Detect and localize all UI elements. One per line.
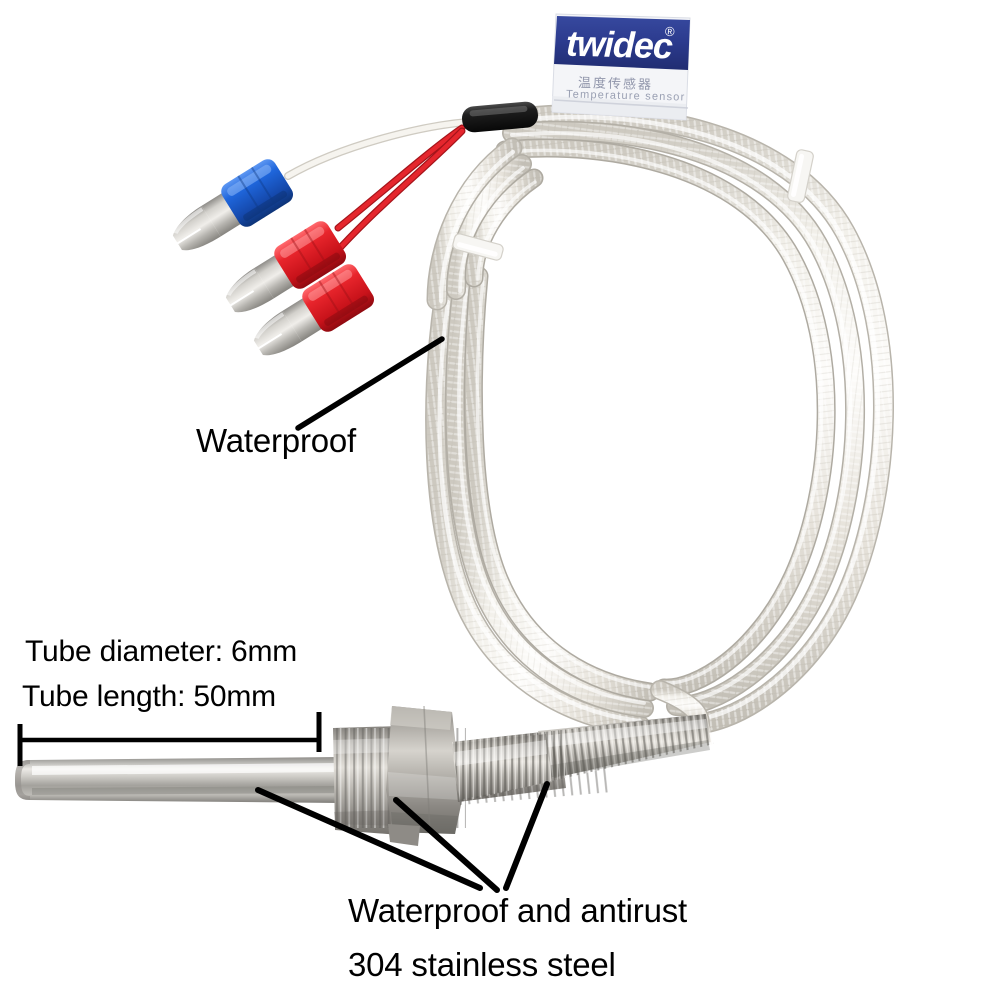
probe-tube bbox=[15, 757, 340, 803]
leader-lines bbox=[255, 336, 550, 893]
braided-cable bbox=[425, 104, 894, 737]
cable-tie-top bbox=[787, 149, 814, 203]
spade-terminal-red-2 bbox=[253, 264, 375, 356]
annotation-waterproof: Waterproof bbox=[196, 422, 357, 459]
spade-terminal-red-1 bbox=[225, 221, 347, 313]
spade-terminal-blue bbox=[172, 159, 294, 251]
annotation-tube-length: Tube length: 50mm bbox=[22, 680, 276, 713]
cable-tie-left bbox=[452, 233, 504, 261]
leader-line-thread bbox=[393, 797, 500, 893]
annotation-304-stainless-steel: 304 stainless steel bbox=[348, 946, 616, 983]
hex-nut bbox=[386, 705, 462, 846]
leader-line-waterproof bbox=[295, 336, 445, 431]
annotation-tube-diameter: Tube diameter: 6mm bbox=[25, 635, 298, 668]
leader-line-spring bbox=[503, 781, 550, 891]
heat-shrink-sleeve bbox=[462, 101, 538, 133]
product-hang-tag bbox=[551, 13, 691, 121]
annotation-waterproof-antirust: Waterproof and antirust bbox=[348, 892, 688, 929]
leader-line-probe-tube bbox=[255, 787, 483, 891]
dimension-bracket-tube-length bbox=[17, 712, 322, 766]
